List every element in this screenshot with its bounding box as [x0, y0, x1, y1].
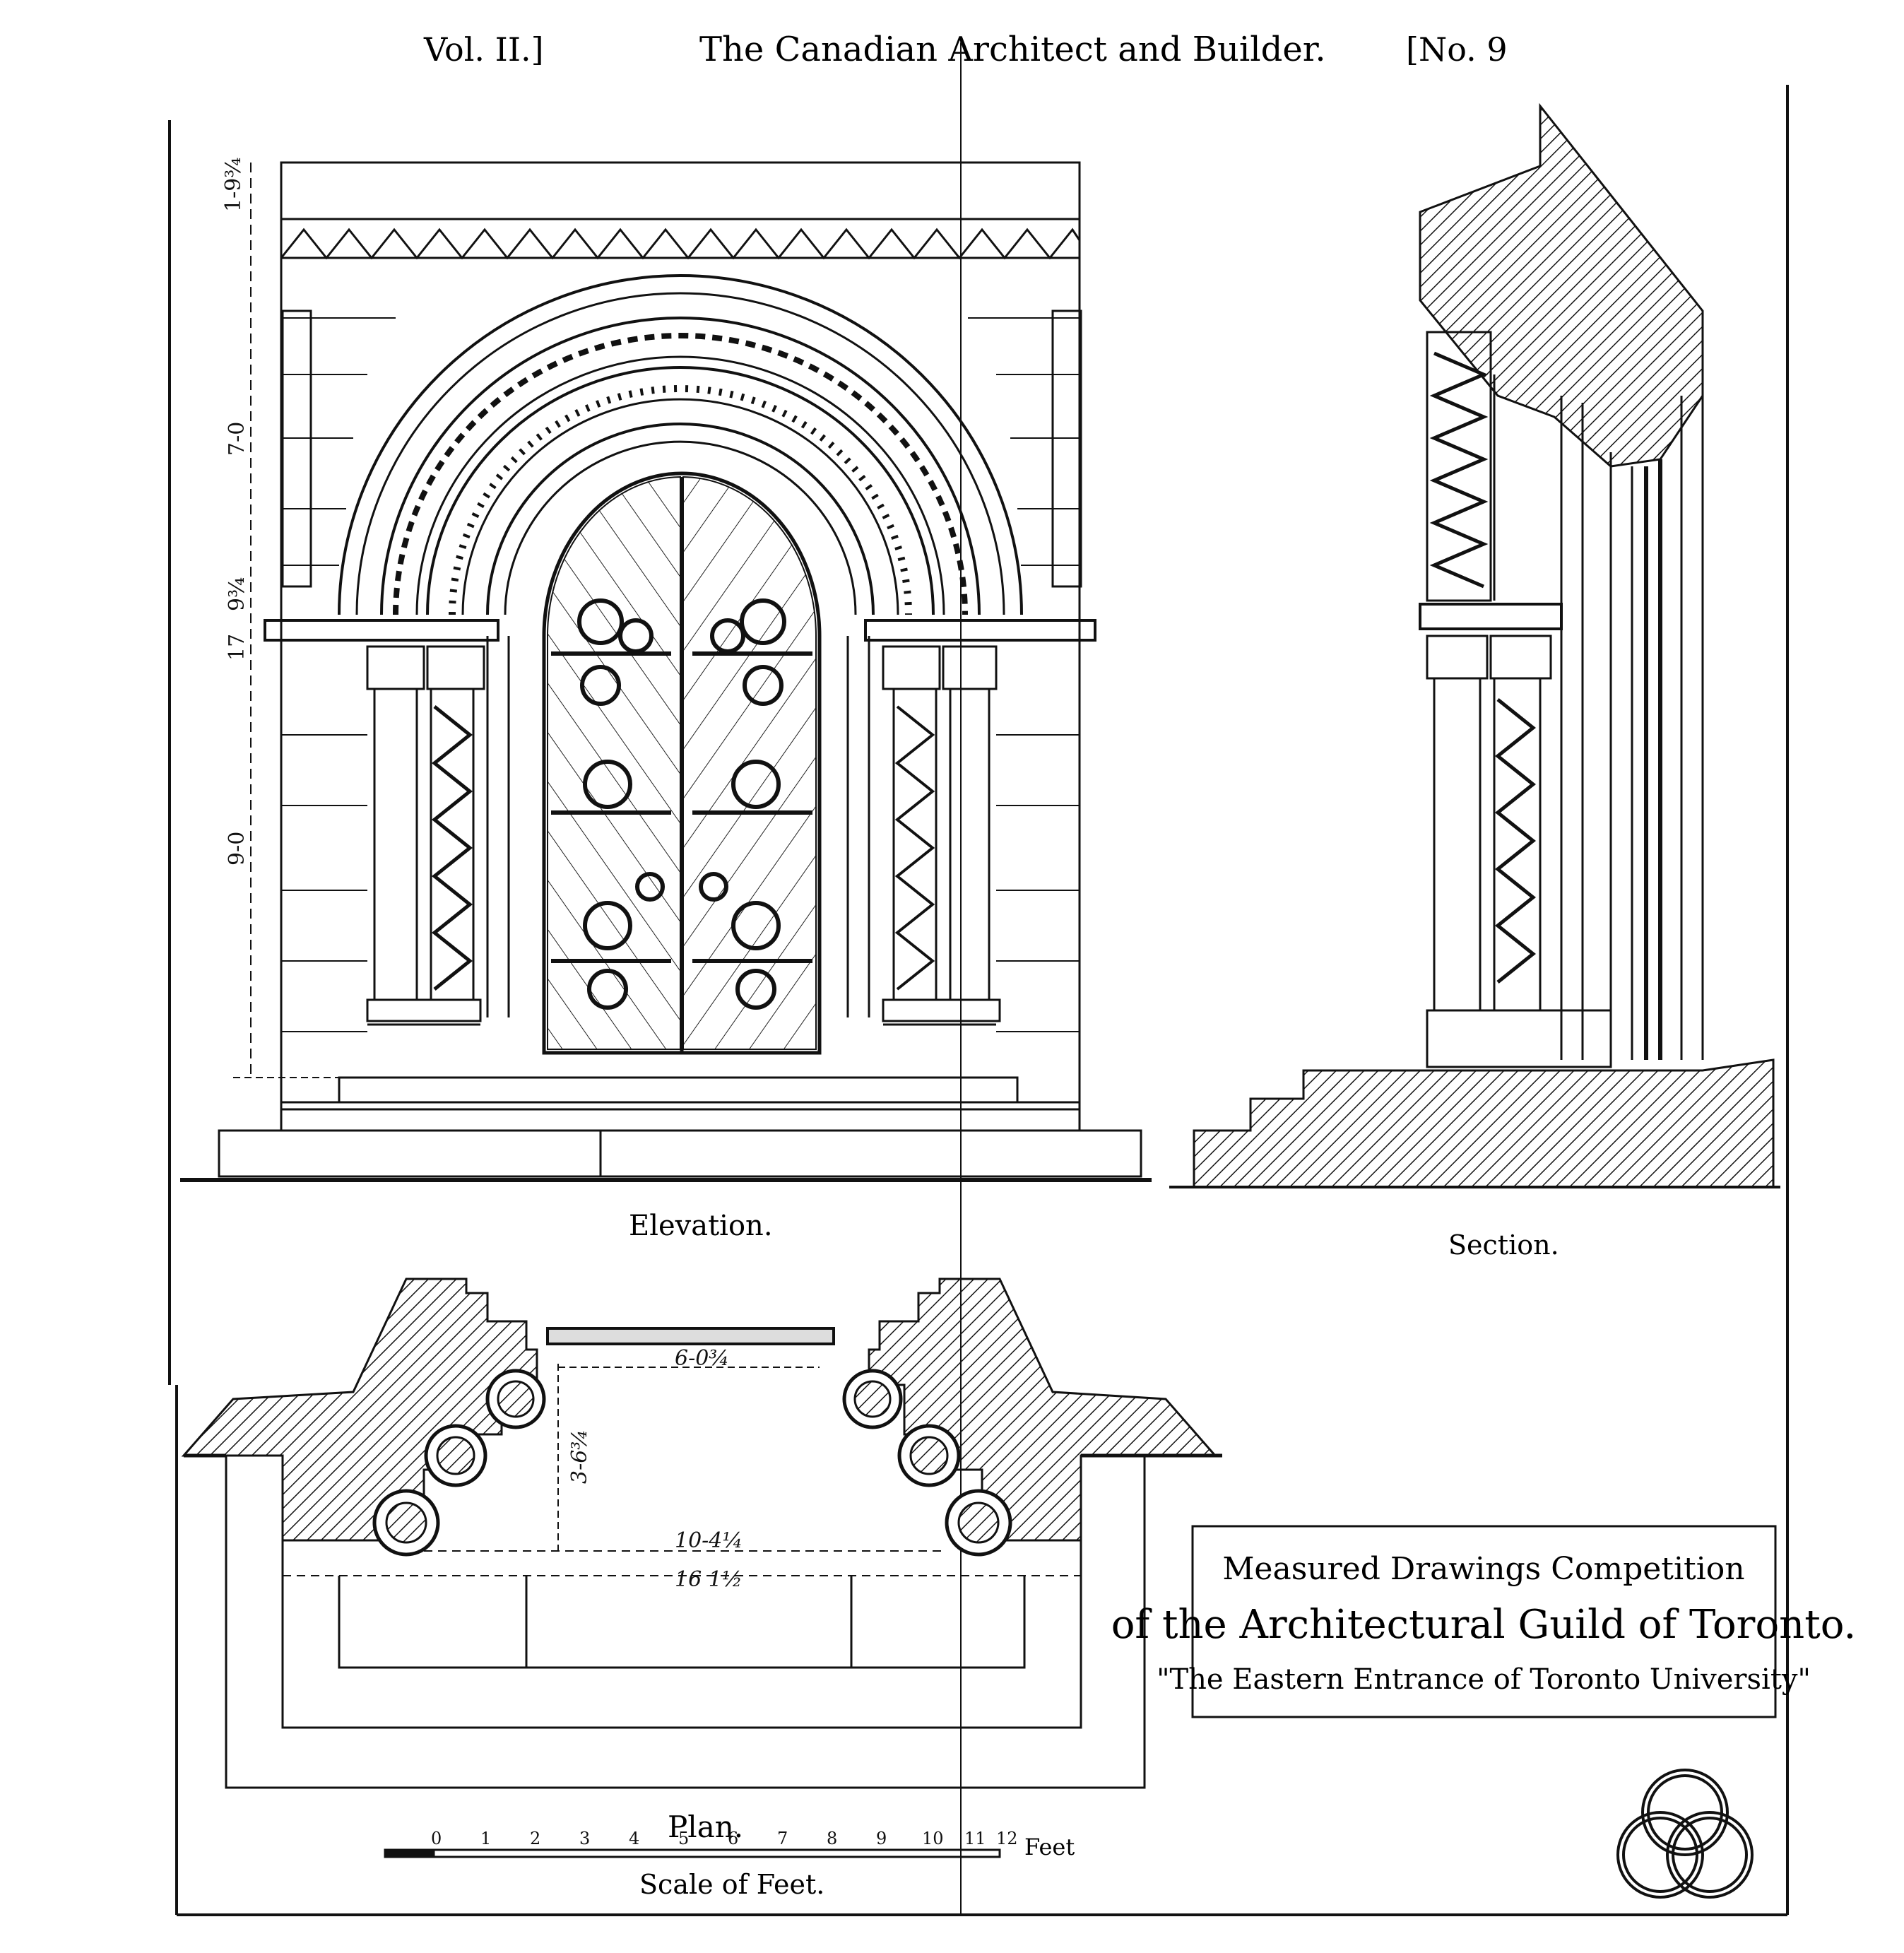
- header-issue: [No. 9: [1406, 30, 1508, 69]
- label-section: Section.: [1448, 1229, 1559, 1261]
- scale-ticks: 0 1 2 3 4 5 6 7 8 9 10 11 12: [431, 1829, 1018, 1848]
- scale-bar: [384, 1848, 1001, 1858]
- dim-elev-total: 17: [225, 634, 249, 661]
- dim-plan-outer: 16 1½: [675, 1567, 743, 1592]
- dim-plan-depth: 3-6¾: [567, 1429, 592, 1484]
- scale-tick: 10: [922, 1829, 944, 1848]
- scale-tick: 6: [728, 1829, 738, 1848]
- scale-title: Scale of Feet.: [639, 1869, 824, 1900]
- title-line-3: "The Eastern Entrance of Toronto Univers…: [1157, 1663, 1811, 1696]
- dim-elev-upper: 7-0: [225, 422, 249, 456]
- scale-tick: 8: [827, 1829, 837, 1848]
- scale-tick: 0: [431, 1829, 442, 1848]
- section-drawing: [1169, 102, 1780, 1188]
- scale-tick: 7: [777, 1829, 788, 1848]
- title-block-frame: [1191, 1525, 1777, 1718]
- scale-tick: 12: [996, 1829, 1018, 1848]
- guild-rings-logo: [1616, 1769, 1754, 1899]
- title-line-1: Measured Drawings Competition: [1222, 1551, 1744, 1587]
- plan-drawing: [181, 1278, 1222, 1789]
- title-line-2: of the Architectural Guild of Toronto.: [1111, 1602, 1857, 1648]
- scale-tick: 5: [678, 1829, 689, 1848]
- label-plan: Plan.: [668, 1810, 743, 1844]
- dim-plan-inner: 10-4¼: [675, 1528, 743, 1553]
- elevation-dimensions: 1-9¾ 7-0 9¾ 17 9-0: [221, 158, 249, 866]
- dim-elev-mid: 9¾: [225, 577, 249, 611]
- scale-tick: 4: [629, 1829, 639, 1848]
- scale-tick: 1: [480, 1829, 491, 1848]
- scale-tick: 3: [579, 1829, 590, 1848]
- label-elevation: Elevation.: [629, 1210, 773, 1242]
- scale-unit: Feet: [1024, 1834, 1075, 1860]
- header-volume: Vol. II.]: [423, 30, 544, 69]
- dim-elev-lower: 9-0: [225, 832, 249, 866]
- plan-dimensions: 6-0¾ 3-6¾ 10-4¼ 16 1½: [567, 1346, 743, 1592]
- sheet-frame: [168, 42, 1789, 1916]
- dim-elev-top: 1-9¾: [221, 158, 246, 212]
- dim-plan-door: 6-0¾: [675, 1346, 729, 1371]
- scale-tick: 9: [876, 1829, 887, 1848]
- elevation-drawing: [180, 161, 1152, 1182]
- scale-tick: 11: [964, 1829, 986, 1848]
- scale-tick: 2: [530, 1829, 540, 1848]
- header-journal: The Canadian Architect and Builder.: [699, 30, 1326, 69]
